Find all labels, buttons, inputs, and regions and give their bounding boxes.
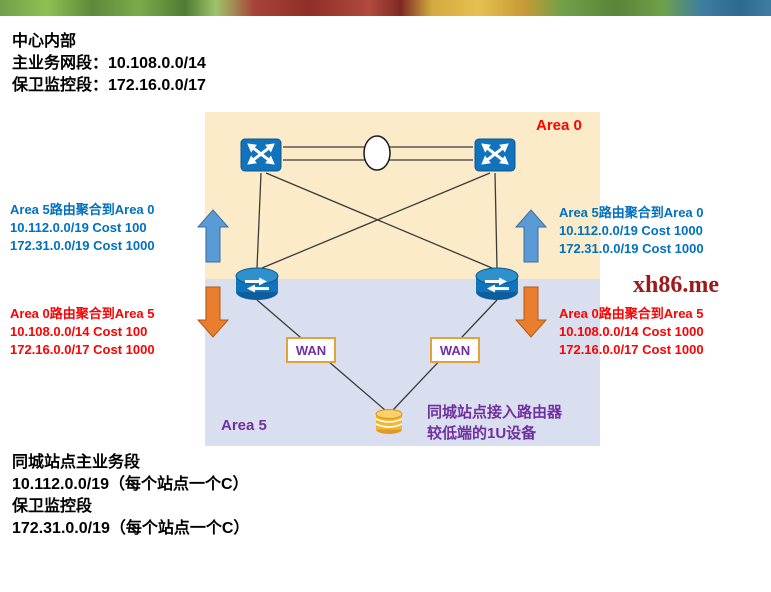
core-router-left-icon <box>233 264 281 307</box>
caption-line: 较低端的1U设备 <box>427 425 537 442</box>
ann-line: 172.31.0.0/19 Cost 1000 <box>10 238 155 253</box>
site-info-main-segment: 10.112.0.0/19（每个站点一个C） <box>12 476 249 493</box>
access-router-icon <box>373 407 405 440</box>
ann-line: Area 0路由聚合到Area 5 <box>559 306 704 321</box>
ann-line: 172.16.0.0/17 Cost 1000 <box>559 342 704 357</box>
ann-line: 10.108.0.0/14 Cost 1000 <box>559 324 704 339</box>
aggregation-down-left-text: Area 0路由聚合到Area 5 10.108.0.0/14 Cost 100… <box>10 305 155 359</box>
site-info-monitor-segment: 172.31.0.0/19（每个站点一个C） <box>12 520 250 537</box>
ann-line: 10.108.0.0/14 Cost 100 <box>10 324 148 339</box>
aggregation-down-right-text: Area 0路由聚合到Area 5 10.108.0.0/14 Cost 100… <box>559 305 704 359</box>
wan-label-left: WAN <box>295 342 327 358</box>
aggregation-up-right-text: Area 5路由聚合到Area 0 10.112.0.0/19 Cost 100… <box>559 204 704 258</box>
core-switch-left-icon <box>239 133 283 180</box>
area5-label: Area 5 <box>221 417 267 434</box>
decorative-banner <box>0 0 771 16</box>
area0-label: Area 0 <box>536 117 582 134</box>
core-switch-right-icon <box>473 133 517 180</box>
up-arrow-right-icon <box>514 209 548 263</box>
center-info-monitor-segment: 保卫监控段：172.16.0.0/17 <box>12 77 206 94</box>
site-info-monitor-title: 保卫监控段 <box>12 498 93 515</box>
ann-line: Area 5路由聚合到Area 0 <box>10 202 155 217</box>
down-arrow-right-icon <box>514 286 548 338</box>
ann-line: Area 5路由聚合到Area 0 <box>559 205 704 220</box>
caption-line: 同城站点接入路由器 <box>427 404 563 421</box>
wan-box-left: WAN <box>286 337 336 363</box>
watermark-text: xh86.me <box>633 272 719 298</box>
wan-box-right: WAN <box>430 337 480 363</box>
wan-label-right: WAN <box>439 342 471 358</box>
site-network-info: 同城站点主业务段 10.112.0.0/19（每个站点一个C） 保卫监控段 17… <box>12 452 249 540</box>
down-arrow-left-icon <box>196 286 230 338</box>
ann-line: Area 0路由聚合到Area 5 <box>10 306 155 321</box>
ann-line: 172.31.0.0/19 Cost 1000 <box>559 241 704 256</box>
up-arrow-left-icon <box>196 209 230 263</box>
center-info-title: 中心内部 <box>12 33 77 50</box>
link-loop-oval <box>363 135 391 171</box>
access-router-caption: 同城站点接入路由器 较低端的1U设备 <box>427 402 562 444</box>
core-router-right-icon <box>473 264 521 307</box>
site-info-main-title: 同城站点主业务段 <box>12 454 141 471</box>
center-info-main-segment: 主业务网段：10.108.0.0/14 <box>12 55 206 72</box>
ann-line: 10.112.0.0/19 Cost 100 <box>10 220 147 235</box>
ann-line: 10.112.0.0/19 Cost 1000 <box>559 223 703 238</box>
ann-line: 172.16.0.0/17 Cost 1000 <box>10 342 155 357</box>
aggregation-up-left-text: Area 5路由聚合到Area 0 10.112.0.0/19 Cost 100… <box>10 201 155 255</box>
center-network-info: 中心内部 主业务网段：10.108.0.0/14 保卫监控段：172.16.0.… <box>12 31 206 97</box>
